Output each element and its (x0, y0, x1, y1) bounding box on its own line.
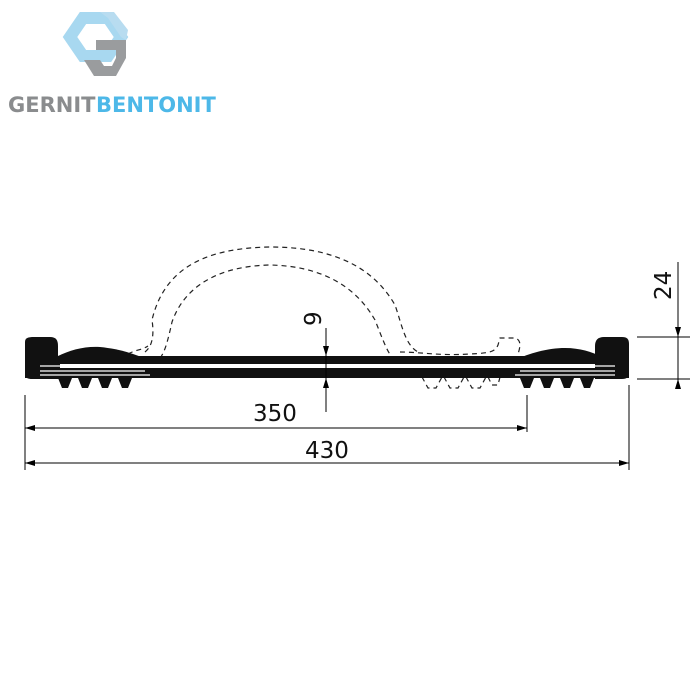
dimension-label-430: 430 (305, 438, 349, 464)
dimension-label-9: 9 (301, 311, 327, 326)
right-ribs (520, 378, 594, 388)
dimension-24 (675, 262, 681, 389)
dimension-label-350: 350 (253, 401, 297, 427)
right-dashed-offset-profile (399, 337, 521, 356)
left-dashed-offset-profile (127, 345, 149, 355)
profile-section (25, 337, 629, 379)
bulb-inner-dashed-outline (159, 264, 396, 361)
brand-name-gernit: GERNIT (8, 93, 96, 117)
brand-logo-icon (62, 12, 129, 76)
dimension-9 (323, 328, 329, 412)
extension-lines (24, 336, 690, 470)
dashed-ribs (421, 376, 501, 389)
dimension-label-24: 24 (651, 271, 677, 300)
dimension-430 (25, 460, 629, 466)
bulb-outer-dashed-outline (144, 246, 419, 353)
brand-name-bentonit: BENTONIT (96, 93, 216, 117)
dimension-350 (25, 425, 527, 431)
strip-grooves (40, 365, 615, 376)
left-ribs (58, 378, 132, 388)
